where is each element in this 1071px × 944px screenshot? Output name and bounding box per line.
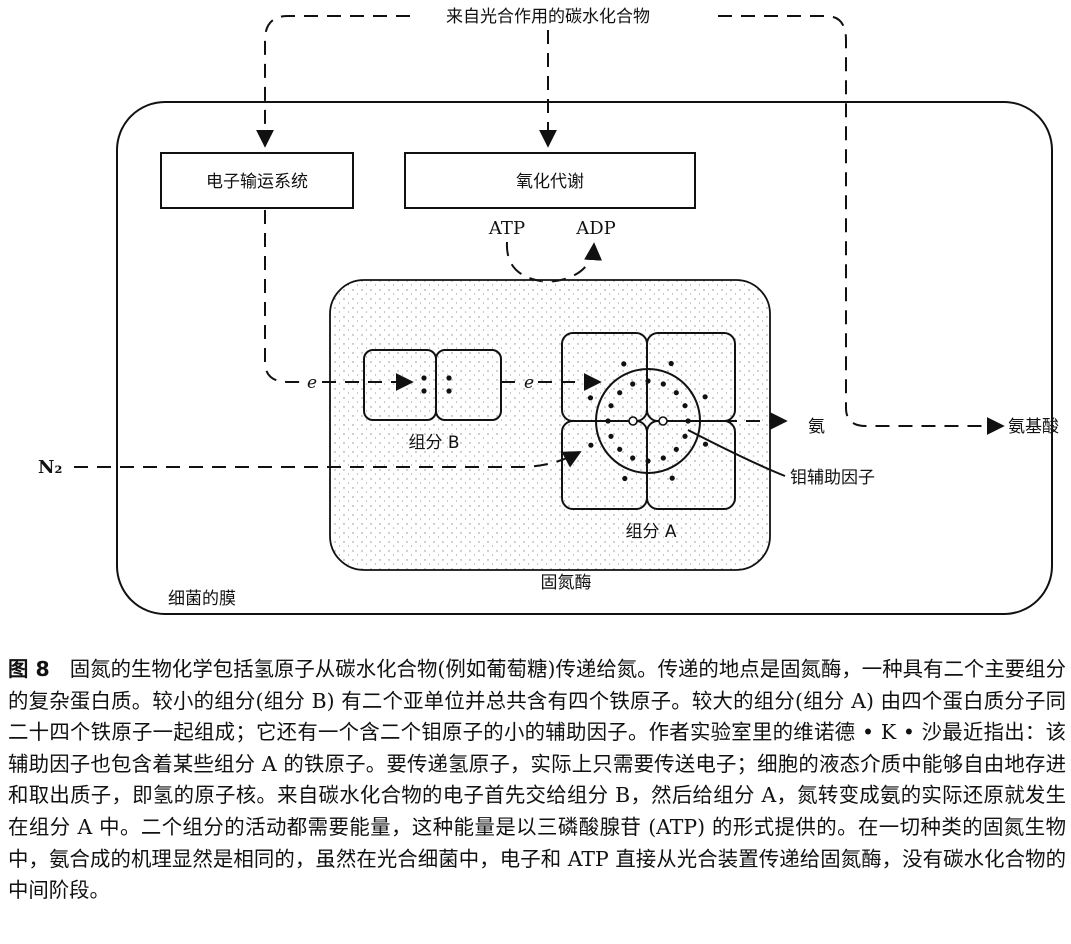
iron-atom-dot — [673, 390, 679, 396]
ammonia-label: 氨 — [808, 417, 825, 437]
iron-atom-dot — [682, 403, 688, 409]
atp-adp-cycle — [505, 241, 603, 284]
iron-atom-dot — [630, 455, 636, 461]
electron-label-2: e — [524, 373, 534, 393]
iron-atom-dot — [608, 403, 614, 409]
iron-atom-dot — [588, 442, 594, 448]
adp-label: ADP — [575, 218, 616, 239]
nitrogenase-diagram: 来自光合作用的碳水化合物 电子输运系统 氧化代谢 ATP ADP e 组分 B … — [38, 7, 1059, 615]
iron-atoms — [587, 360, 709, 482]
nitrogenase-region — [329, 279, 771, 571]
figure-number: 图 8 — [8, 657, 50, 681]
membrane-label: 细菌的膜 — [168, 589, 236, 609]
electron-label-1: e — [307, 373, 317, 393]
oxidative-metabolism-label: 氧化代谢 — [516, 172, 584, 192]
iron-atom-dot — [660, 455, 666, 461]
component-b-label: 组分 B — [408, 433, 459, 453]
nitrogenase-label: 固氮酶 — [541, 573, 592, 593]
iron-atom-dot — [682, 433, 688, 439]
electron-transport-box — [160, 152, 354, 209]
iron-atom-dot — [605, 418, 611, 424]
atp-label: ATP — [488, 218, 525, 239]
iron-atom-dot — [702, 441, 709, 447]
bacterial-membrane — [116, 101, 1053, 615]
carbohydrate-feed-lines — [256, 15, 1005, 435]
amino-acid-label: 氨基酸 — [1008, 417, 1059, 437]
iron-atom-dot — [630, 381, 636, 387]
iron-atom-dot — [685, 418, 691, 424]
component-b — [363, 349, 502, 421]
carbohydrate-source-label: 来自光合作用的碳水化合物 — [446, 7, 650, 27]
iron-atom-dot — [621, 361, 627, 367]
iron-atom-dot — [668, 360, 674, 367]
iron-atom-dot — [660, 381, 666, 387]
n2-label: N₂ — [38, 457, 62, 478]
iron-atom-dot — [617, 446, 623, 452]
iron-atom-dot — [617, 390, 623, 396]
iron-atom-dot — [608, 433, 614, 439]
caption-text: 固氮的生物化学包括氢原子从碳水化合物(例如葡萄糖)传递给氮。传递的地点是固氮酶，… — [8, 657, 1066, 903]
component-a-label: 组分 A — [625, 522, 676, 542]
iron-atom-dot — [673, 446, 679, 452]
iron-atom-dot — [622, 475, 628, 482]
iron-atom-dot — [645, 458, 651, 464]
iron-atom-dot — [669, 475, 675, 481]
iron-atom-dot — [645, 378, 651, 384]
iron-atom-dot — [587, 395, 594, 401]
electron-transport-label: 电子输运系统 — [206, 172, 308, 192]
iron-atom-dot — [702, 394, 708, 400]
oxidative-metabolism-box — [404, 152, 696, 209]
mo-cofactor-label: 钼辅助因子 — [790, 468, 875, 488]
